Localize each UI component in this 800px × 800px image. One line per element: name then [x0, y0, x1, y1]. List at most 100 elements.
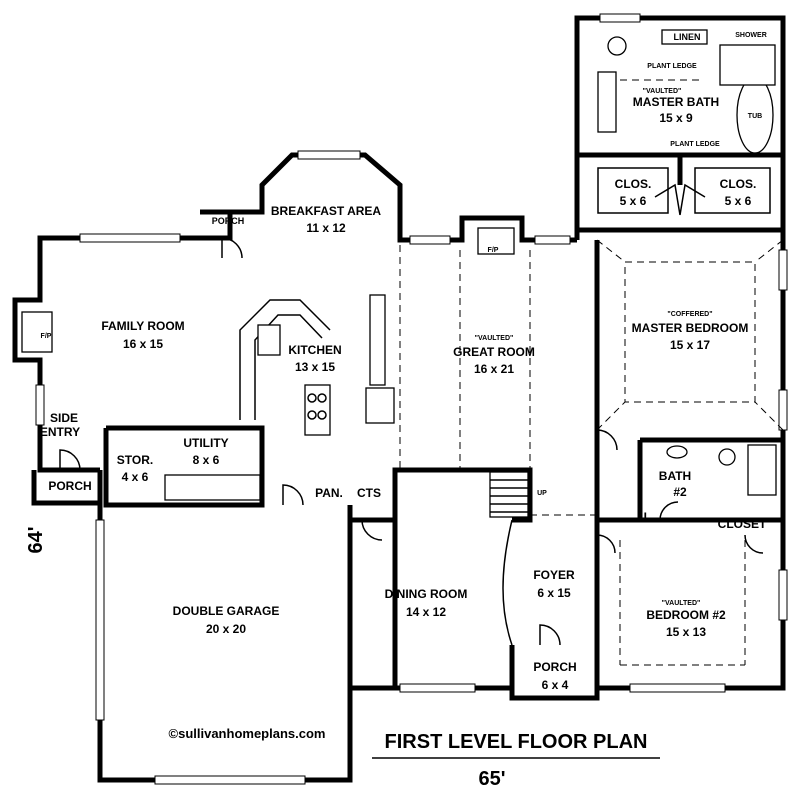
- staircase: [489, 471, 529, 518]
- porch-breakfast-label: PORCH: [212, 216, 245, 226]
- dining-name: DINING ROOM: [385, 587, 468, 601]
- breakfast-porch-door: [221, 237, 243, 259]
- toilet: [607, 36, 627, 56]
- windows: [35, 13, 788, 785]
- closet-doors: [654, 183, 706, 216]
- master-bath-name: MASTER BATH: [633, 95, 719, 109]
- window: [154, 775, 306, 785]
- master-bath-note: "VAULTED": [643, 88, 682, 95]
- side-entry-label-1: SIDE: [50, 411, 78, 425]
- bath2-toilet: [718, 448, 736, 466]
- bath2-door: [659, 501, 679, 521]
- cts-label: CTS: [357, 486, 381, 500]
- bedroom2-door: [596, 534, 616, 554]
- utility-name: UTILITY: [183, 436, 228, 450]
- master-bedroom-note: "COFFERED": [667, 311, 712, 318]
- shower-stall: [719, 44, 776, 86]
- garage-door: [282, 484, 304, 506]
- front-door: [539, 624, 561, 646]
- window: [534, 235, 571, 245]
- bath2-name: BATH: [659, 469, 691, 483]
- plan-title: FIRST LEVEL FLOOR PLAN: [385, 731, 648, 753]
- foyer-arch: [502, 519, 513, 646]
- stair-up-label: UP: [537, 490, 547, 497]
- coffered-ceiling: [624, 261, 756, 403]
- side-porch-label: PORCH: [48, 479, 91, 493]
- dining-bottom-wall: [350, 645, 515, 691]
- tub-label: TUB: [748, 113, 762, 120]
- family-fireplace-label: F/P: [41, 333, 52, 340]
- window: [409, 235, 451, 245]
- garage-size: 20 x 20: [206, 622, 246, 636]
- exterior-walls: [12, 15, 786, 783]
- great-room-name: GREAT ROOM: [453, 345, 535, 359]
- plant-ledge-label: PLANT LEDGE: [670, 141, 720, 148]
- linen-label: LINEN: [674, 32, 701, 42]
- utility-counter: [164, 474, 261, 501]
- master-bath-size: 15 x 9: [659, 111, 693, 125]
- closet-right-name: CLOS.: [720, 177, 757, 191]
- overall-depth: 64': [25, 526, 47, 553]
- foyer-name: FOYER: [533, 568, 575, 582]
- dining-size: 14 x 12: [406, 605, 446, 619]
- overall-width: 65': [478, 768, 505, 790]
- wall-oven: [365, 387, 395, 424]
- window: [399, 683, 476, 693]
- bath2-tub: [747, 444, 777, 496]
- great-room-note: "VAULTED": [475, 335, 514, 342]
- front-porch-wall: [509, 688, 600, 701]
- window: [778, 389, 788, 431]
- side-entry-label-2: ENTRY: [40, 425, 80, 439]
- bedroom2-name: BEDROOM #2: [646, 608, 726, 622]
- plant-ledge-top-label: PLANT LEDGE: [647, 63, 697, 70]
- pantry-shelf: [369, 294, 386, 386]
- kitchen-sink: [257, 324, 281, 356]
- window: [599, 13, 641, 23]
- storage-utility-wall: [103, 425, 265, 508]
- garage-name: DOUBLE GARAGE: [173, 604, 280, 618]
- storage-name: STOR.: [117, 453, 153, 467]
- great-room-size: 16 x 21: [474, 362, 514, 376]
- closet-label: CLOSET: [718, 517, 767, 531]
- pantry-label: PAN.: [315, 486, 343, 500]
- bedroom2-note: "VAULTED": [662, 600, 701, 607]
- window: [35, 384, 45, 426]
- bath2-size: #2: [673, 485, 687, 499]
- breakfast-bay-wall: [230, 152, 577, 243]
- website-credit: ©sullivanhomeplans.com: [169, 726, 326, 741]
- kitchen-size: 13 x 15: [295, 360, 335, 374]
- great-room-fireplace-label: F/P: [488, 247, 499, 254]
- closet-left-size: 5 x 6: [620, 194, 647, 208]
- kitchen-counter-edge: [254, 314, 323, 420]
- breakfast-size: 11 x 12: [306, 221, 346, 235]
- window: [629, 683, 726, 693]
- front-porch-size: 6 x 4: [542, 678, 569, 692]
- family-fireplace: [21, 311, 53, 353]
- window: [79, 233, 181, 243]
- closet-door: [744, 534, 764, 554]
- bath2-sink: [666, 445, 688, 459]
- closet-right-size: 5 x 6: [725, 194, 752, 208]
- linen-closet-label: L.: [644, 510, 655, 524]
- doors: [59, 183, 764, 646]
- master-bedroom-name: MASTER BEDROOM: [632, 321, 749, 335]
- side-porch-wall: [31, 470, 103, 506]
- ceiling-lines: [399, 79, 784, 666]
- front-porch-name: PORCH: [533, 660, 576, 674]
- window: [778, 249, 788, 291]
- kitchen-counter: [239, 299, 331, 420]
- shower-label: SHOWER: [735, 32, 767, 39]
- family-size: 16 x 15: [123, 337, 163, 351]
- foyer-size: 6 x 15: [537, 586, 571, 600]
- fixtures: [21, 29, 777, 518]
- dining-door: [361, 519, 383, 541]
- kitchen-name: KITCHEN: [288, 343, 341, 357]
- stair-wall: [347, 467, 533, 523]
- master-door: [596, 429, 618, 451]
- linen-shelf: [661, 29, 708, 45]
- breakfast-name: BREAKFAST AREA: [271, 204, 382, 218]
- master-bedroom-size: 15 x 17: [670, 338, 710, 352]
- vanity-left: [597, 71, 617, 133]
- window: [297, 150, 361, 160]
- kitchen-island: [304, 384, 331, 436]
